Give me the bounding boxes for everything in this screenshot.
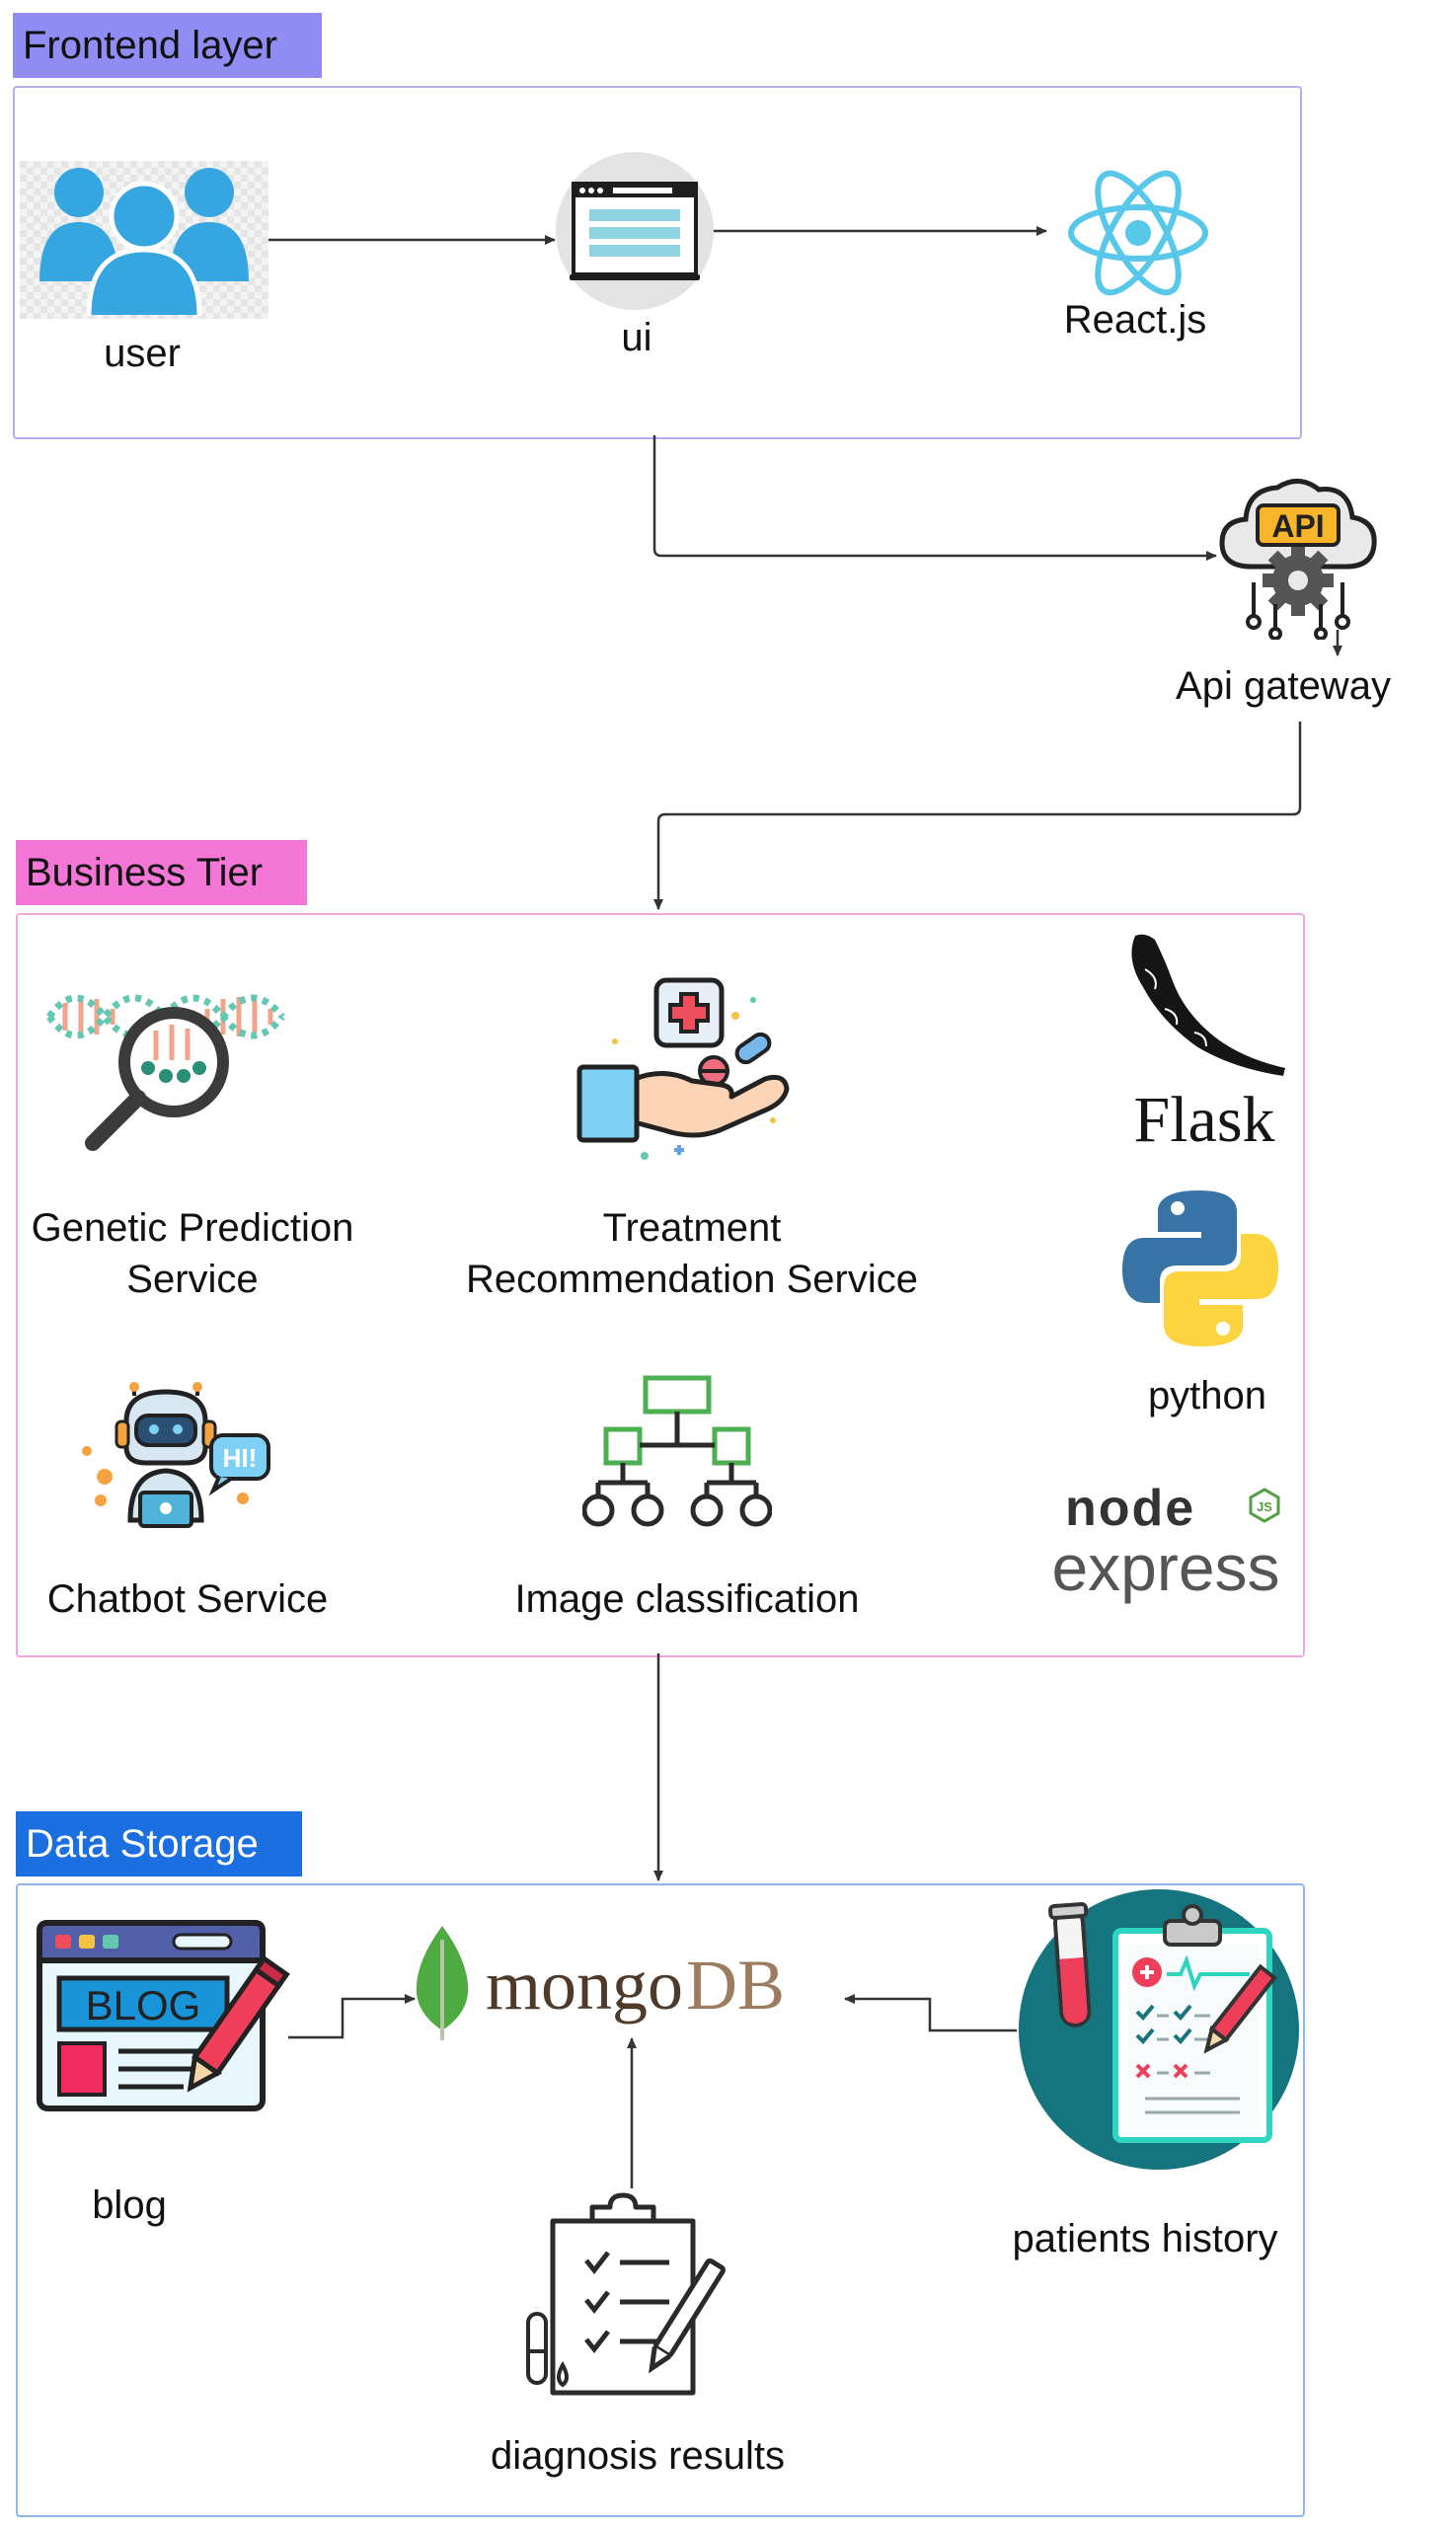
genetic-dna-search-icon [45, 979, 302, 1163]
data-storage-tag: Data Storage [16, 1811, 302, 1876]
mongo-wordmark: mongo [486, 1946, 683, 2025]
users-icon [20, 161, 268, 319]
treatment-label-line-2: Recommendation Service [466, 1258, 918, 1301]
diagnosis-clipboard-icon [523, 2191, 744, 2409]
express-wordmark: express [1051, 1531, 1279, 1604]
node-express-logo-icon: node JS express [1041, 1476, 1296, 1604]
arrow-patients-to-mongodb [844, 1994, 1017, 2032]
api-badge-text: API [1271, 508, 1324, 544]
python-logo-icon [1118, 1187, 1282, 1350]
genetic-prediction-label: Genetic Prediction Service [0, 1202, 385, 1305]
frontend-layer-tag: Frontend layer [13, 13, 322, 78]
ui-label: ui [621, 316, 652, 359]
python-label: python [1147, 1374, 1267, 1417]
chatbot-robot-icon: HI! [75, 1382, 272, 1540]
genetic-label-line-2: Service [126, 1258, 259, 1301]
node-wordmark: node [1065, 1480, 1195, 1537]
react-label: React.js [1063, 298, 1207, 342]
diagnosis-results-label: diagnosis results [491, 2434, 785, 2478]
arrow-blog-to-mongodb [288, 1994, 416, 2039]
arrow-gateway-to-business [653, 722, 1302, 910]
db-wordmark: DB [686, 1946, 785, 2025]
api-gateway-label: Api gateway [1176, 664, 1391, 708]
chatbot-service-label: Chatbot Service [46, 1577, 329, 1621]
blog-sign-text: BLOG [86, 1982, 201, 2029]
api-gateway-icon: API [1216, 472, 1380, 641]
patients-history-label: patients history [1012, 2217, 1278, 2260]
treatment-hand-pill-icon [575, 972, 798, 1170]
flask-wordmark: Flask [1133, 1084, 1274, 1155]
patients-history-clipboard-icon [1017, 1887, 1301, 2172]
frontend-layer-panel [13, 86, 1302, 439]
treatment-label-line-1: Treatment [602, 1206, 782, 1250]
react-logo-icon [1066, 170, 1210, 296]
business-tier-tag: Business Tier [16, 840, 307, 905]
data-storage-panel [16, 1883, 1305, 2517]
flask-logo-icon: Flask [1115, 930, 1293, 1156]
image-classification-label: Image classification [514, 1577, 860, 1621]
blog-label: blog [92, 2183, 167, 2227]
browser-ui-icon [556, 152, 714, 310]
image-classification-tree-icon [581, 1374, 773, 1532]
arrow-frontend-to-gateway [652, 435, 1217, 561]
genetic-label-line-1: Genetic Prediction [31, 1206, 354, 1250]
chatbot-bubble-text: HI! [223, 1443, 258, 1473]
treatment-recommendation-label: Treatment Recommendation Service [434, 1202, 950, 1305]
blog-icon: BLOG [36, 1917, 314, 2114]
business-tier-panel [16, 913, 1305, 1657]
user-label: user [104, 332, 181, 375]
node-js-badge: JS [1257, 1499, 1272, 1514]
mongodb-logo-icon: mongo DB [413, 1920, 847, 2048]
